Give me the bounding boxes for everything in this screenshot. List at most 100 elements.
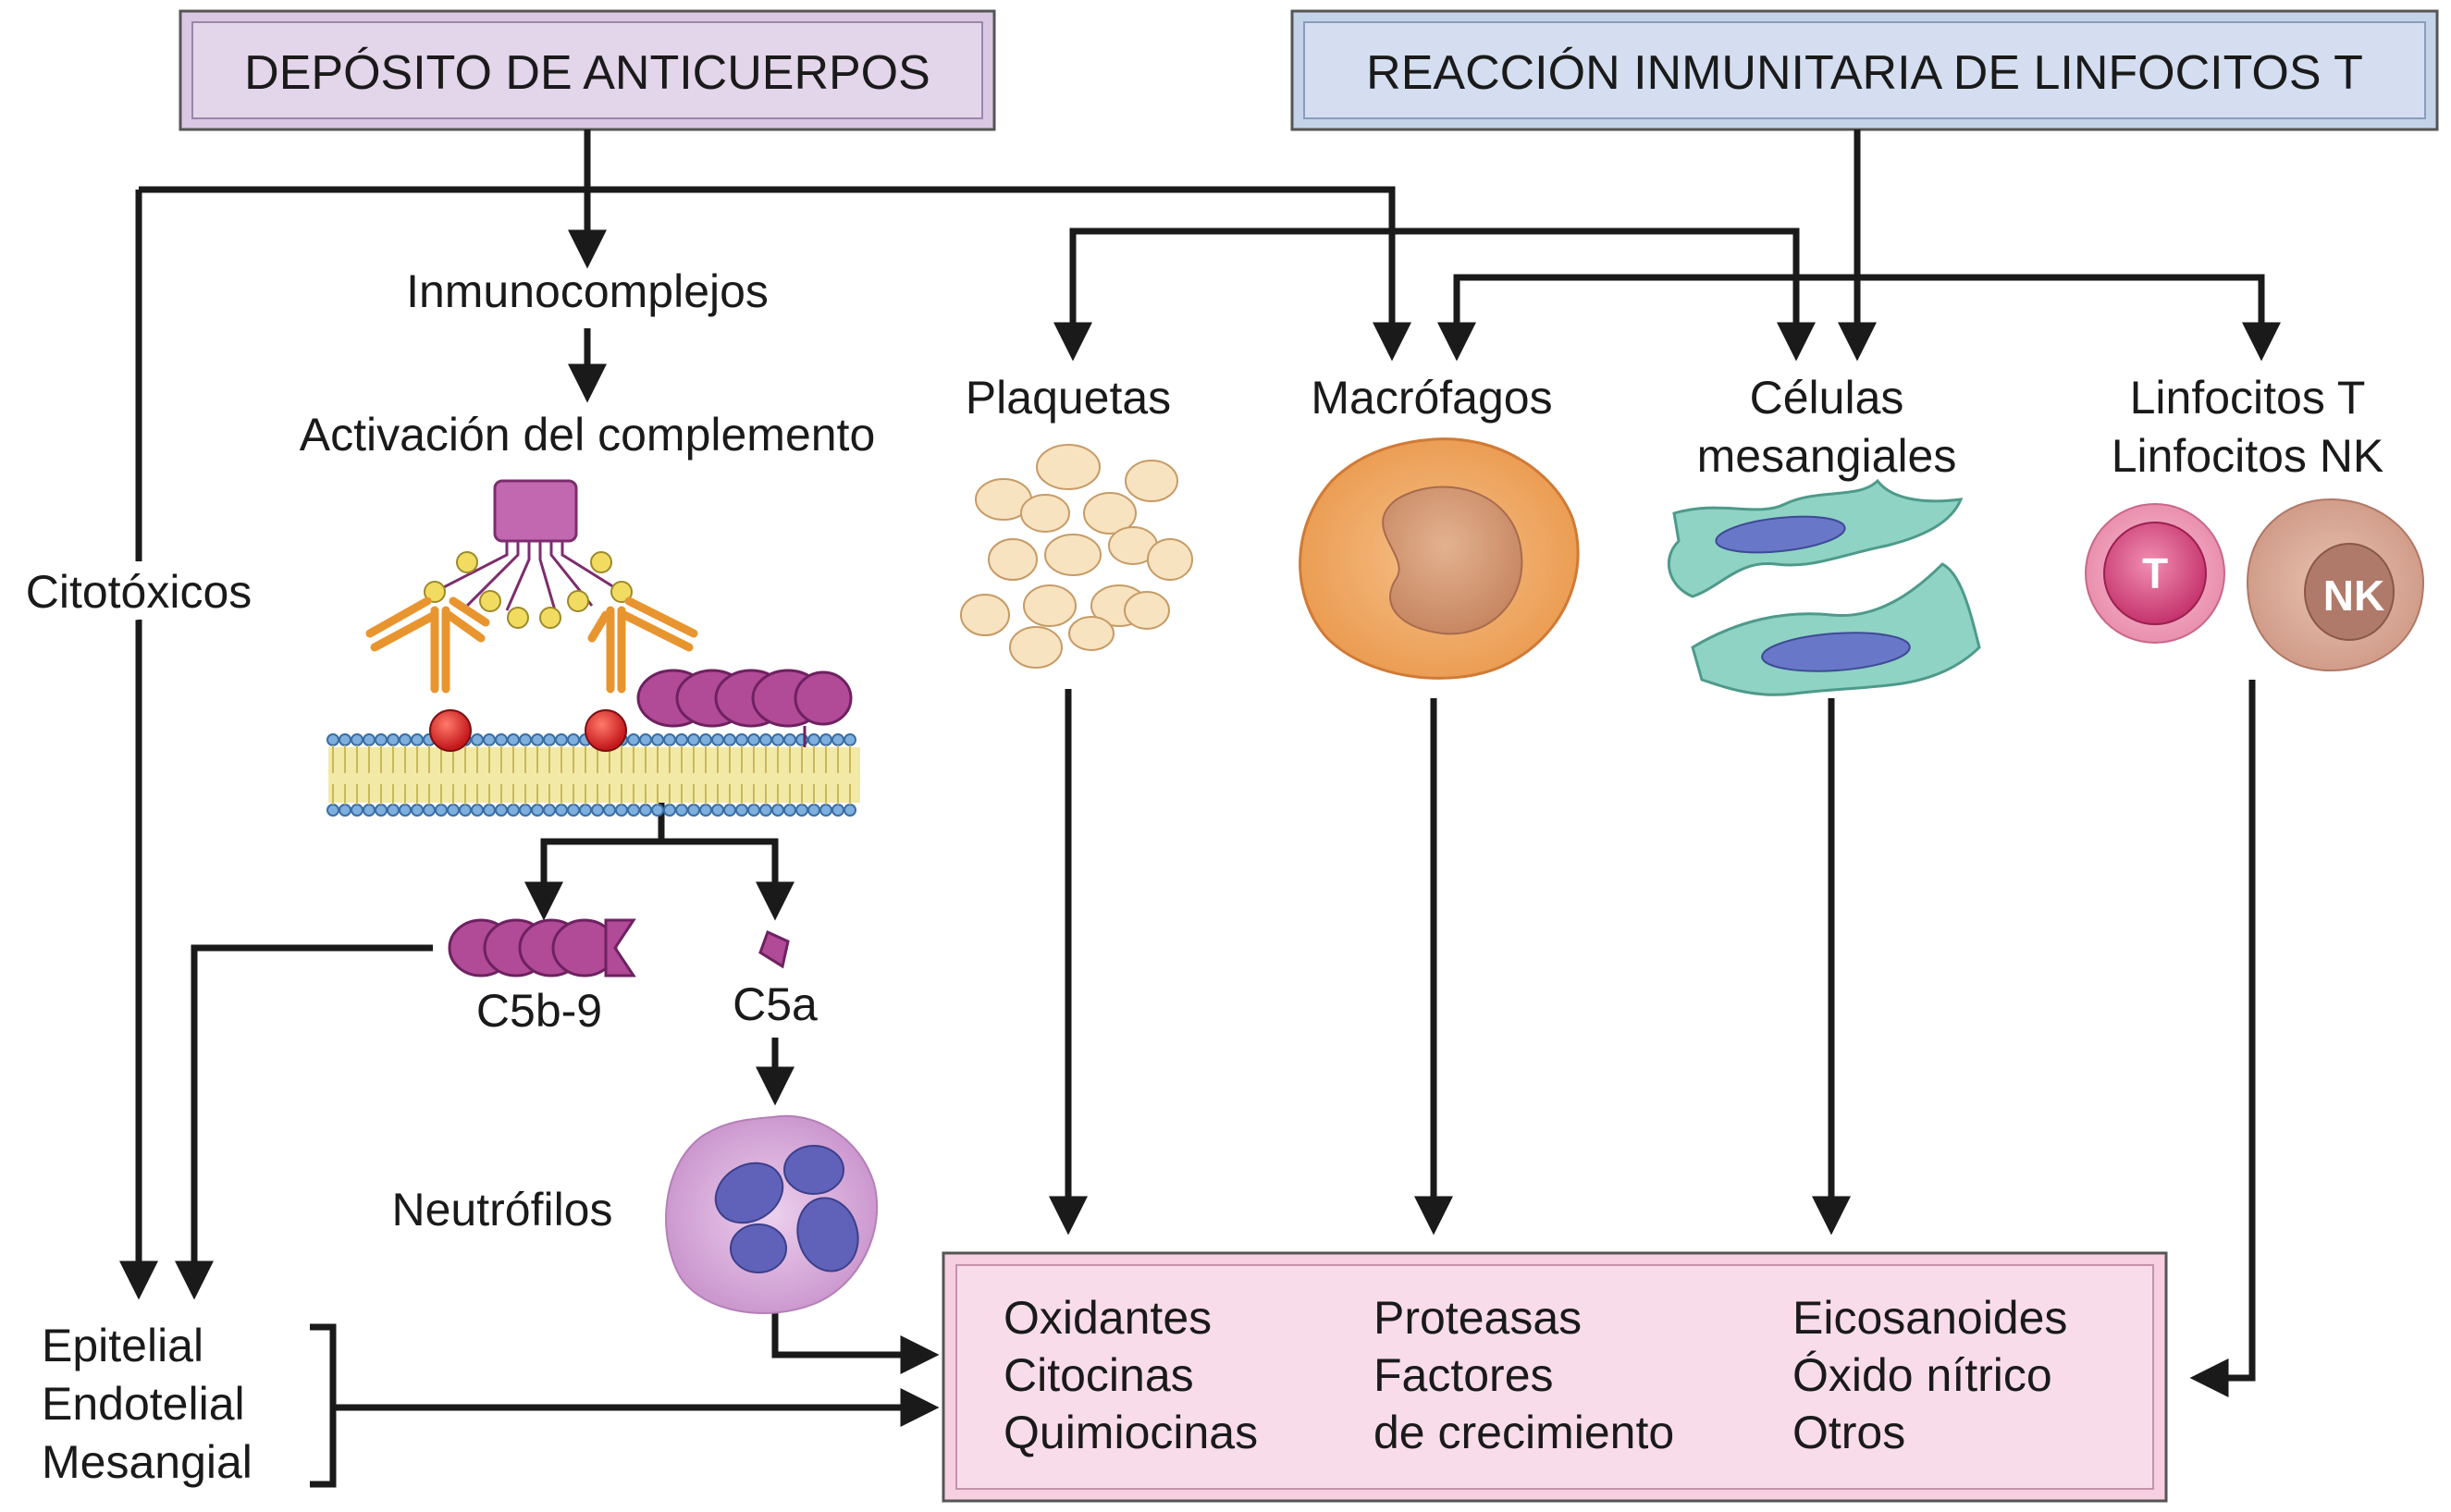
lipid-head — [459, 804, 472, 817]
target-endothelial: Endotelial — [42, 1378, 245, 1430]
lipid-head — [591, 804, 604, 817]
lipid-head — [627, 804, 640, 817]
lipid-head — [795, 804, 808, 817]
lipid-head — [759, 804, 772, 817]
lipid-head — [351, 804, 363, 817]
arrow-neutrophils-to-mediators — [771, 1313, 940, 1374]
lipid-head — [687, 733, 700, 746]
arrow-lymphocytes-to-mediators — [2189, 680, 2256, 1397]
lipid-head — [471, 733, 484, 746]
immune-complexes-label: Inmunocomplejos — [406, 265, 769, 317]
lipid-head — [831, 804, 844, 817]
lipid-head — [663, 804, 676, 817]
t-cell-letter: T — [2142, 549, 2168, 597]
lipid-head — [483, 804, 496, 817]
lipid-head — [339, 733, 351, 746]
nk-lymphocytes-label: Linfocitos NK — [2112, 430, 2384, 482]
lipid-head — [555, 804, 568, 817]
lipid-head — [819, 733, 832, 746]
lipid-head — [603, 804, 616, 817]
lipid-head — [735, 733, 748, 746]
lipid-head — [747, 804, 760, 817]
antigen-left — [429, 709, 472, 752]
lipid-head — [387, 733, 400, 746]
neutrophil-cell — [665, 1114, 879, 1314]
lipid-head — [807, 804, 820, 817]
lipid-head — [507, 804, 520, 817]
mediator-col1-1: Citocinas — [1004, 1349, 1194, 1401]
macrophage-cell — [1299, 437, 1580, 680]
arrow-to-macrophages — [139, 186, 1411, 362]
lipid-head — [351, 733, 363, 746]
lipid-head — [783, 804, 796, 817]
lipid-head — [807, 733, 820, 746]
lipid-head — [675, 733, 688, 746]
lipid-head — [759, 733, 772, 746]
platelets-cluster — [960, 444, 1193, 669]
lipid-head — [543, 733, 556, 746]
bracket-platelets-mesangial — [1069, 227, 1800, 351]
antigen-right — [585, 709, 627, 752]
lipid-head — [531, 733, 544, 746]
platelets-label: Plaquetas — [966, 372, 1171, 424]
cytotoxic-label: Citotóxicos — [26, 566, 252, 618]
lipid-head — [555, 733, 568, 746]
t-lymphocyte-cell: T — [2085, 503, 2225, 644]
nk-lymphocyte-cell: NK — [2246, 498, 2425, 672]
lipid-head — [627, 733, 640, 746]
mediator-col2-1: Factores — [1373, 1349, 1554, 1401]
lipid-head — [375, 804, 388, 817]
lipid-head — [771, 733, 784, 746]
lipid-head — [723, 804, 736, 817]
tcell-reaction-box: REACCIÓN INMUNITARIA DE LINFOCITOS T — [1290, 9, 2439, 131]
complement-membrane-illustration — [326, 479, 860, 817]
lipid-head — [663, 733, 676, 746]
neutrophils-label: Neutrófilos — [392, 1184, 613, 1235]
lipid-head — [519, 733, 532, 746]
target-bracket — [310, 1323, 337, 1488]
c5b9-molecule — [448, 918, 636, 977]
lipid-head — [831, 733, 844, 746]
mesangial-cells — [1667, 478, 1981, 696]
complement-activation-label: Activación del complemento — [300, 409, 876, 461]
c5b9-label: C5b-9 — [476, 985, 602, 1037]
lipid-head — [723, 733, 736, 746]
lipid-head — [844, 733, 856, 746]
lipid-head — [687, 804, 700, 817]
lipid-head — [651, 733, 664, 746]
mesangial-cells-label-1: Células — [1750, 372, 1904, 424]
lipid-head — [423, 804, 436, 817]
lipid-head — [363, 733, 376, 746]
target-epithelial: Epitelial — [42, 1320, 203, 1371]
lipid-head — [447, 804, 460, 817]
lipid-head — [639, 804, 652, 817]
antibody-box-label: DEPÓSITO DE ANTICUERPOS — [244, 46, 930, 100]
lipid-head — [543, 804, 556, 817]
lipid-head — [399, 804, 412, 817]
mediator-col3-1: Óxido nítrico — [1792, 1349, 2052, 1401]
lipid-head — [747, 733, 760, 746]
lipid-head — [326, 804, 339, 817]
mesangial-cells-label-2: mesangiales — [1697, 430, 1957, 482]
tcell-box-label: REACCIÓN INMUNITARIA DE LINFOCITOS T — [1366, 46, 2363, 100]
c5a-fragment — [758, 929, 790, 969]
lipid-head — [615, 804, 628, 817]
lipid-head — [411, 804, 424, 817]
connectors — [119, 129, 2281, 1488]
lipid-head — [735, 804, 748, 817]
mediator-col3-2: Otros — [1792, 1407, 1905, 1458]
lipid-head — [471, 804, 484, 817]
lipid-head — [567, 733, 580, 746]
lipid-head — [495, 733, 508, 746]
lipid-head — [483, 733, 496, 746]
antibody-left — [365, 596, 490, 694]
lipid-head — [495, 804, 508, 817]
lipid-head — [326, 733, 339, 746]
target-mesangial: Mesangial — [42, 1436, 252, 1488]
lipid-head — [435, 804, 448, 817]
lipid-head — [771, 804, 784, 817]
t-lymphocytes-label: Linfocitos T — [2130, 372, 2366, 424]
mediator-col2-0: Proteasas — [1373, 1292, 1582, 1344]
c5a-label: C5a — [733, 978, 818, 1030]
